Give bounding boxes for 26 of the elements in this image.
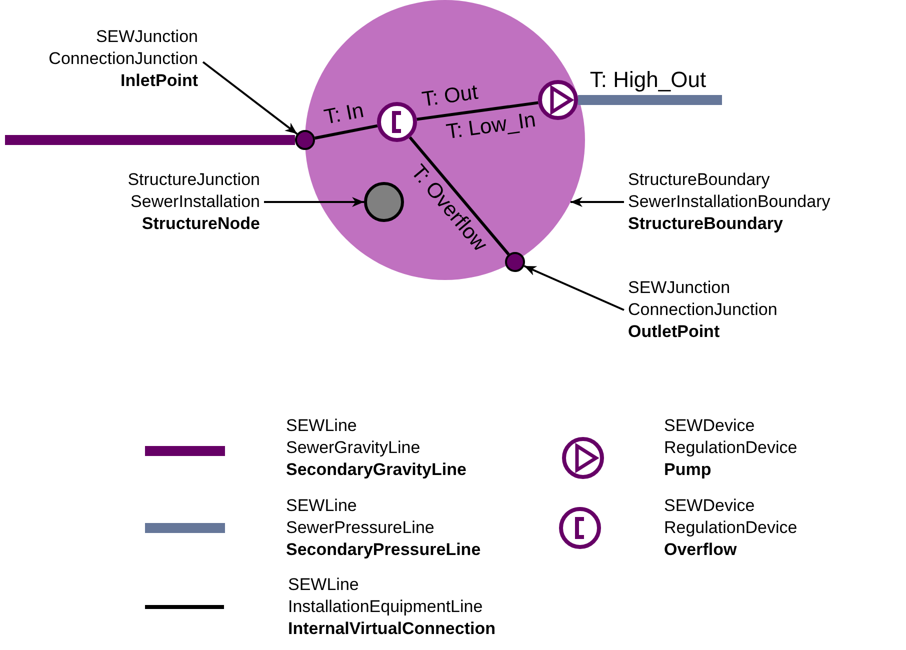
line-label: T: In xyxy=(322,100,366,128)
leader-line xyxy=(524,265,624,311)
leader-line xyxy=(202,61,298,135)
line-label: T: Low_In xyxy=(445,109,537,143)
junction-dot xyxy=(295,130,315,150)
connection-line xyxy=(408,136,510,256)
legend-text: SEWDevice RegulationDevice Pump xyxy=(664,415,798,481)
callout-label: StructureBoundary SewerInstallationBoundary StructureBoundary xyxy=(628,169,830,235)
callout-label: SEWJunction ConnectionJunction OutletPoint xyxy=(628,277,778,343)
legend-text: SEWLine SewerGravityLine SecondaryGravityLine xyxy=(286,415,466,481)
leader-line xyxy=(570,197,624,207)
connection-line xyxy=(416,101,538,121)
legend-text: SEWDevice RegulationDevice Overflow xyxy=(664,495,798,561)
legend-text: SEWLine InstallationEquipmentLine InternalVirtualConnection xyxy=(288,574,496,640)
pipe-line xyxy=(5,135,295,145)
line-label: T: High_Out xyxy=(590,69,706,91)
legend-text: SEWLine SewerPressureLine SecondaryPressureLine xyxy=(286,495,481,561)
connection-line xyxy=(314,124,378,140)
callout-label: StructureJunction SewerInstallation StructureNode xyxy=(128,169,260,235)
line-label: T: Out xyxy=(420,82,480,110)
pipe-line xyxy=(578,95,722,105)
pump-icon xyxy=(538,80,578,120)
callout-label: SEWJunction ConnectionJunction InletPoint xyxy=(48,26,198,92)
leader-line xyxy=(264,197,364,207)
bracket-circle-icon xyxy=(377,102,417,142)
node-circle xyxy=(364,182,404,222)
